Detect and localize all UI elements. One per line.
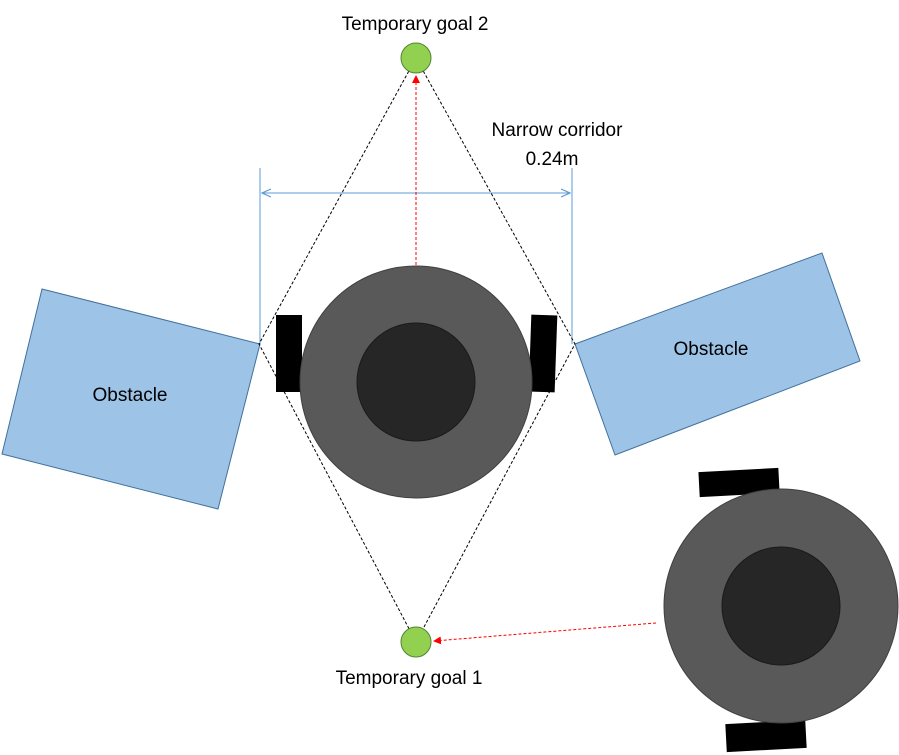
robot-secondary-wheel-top bbox=[698, 467, 780, 498]
goal2-label: Temporary goal 2 bbox=[342, 14, 489, 35]
corridor-label: Narrow corridor bbox=[492, 120, 624, 141]
temporary-goal-1 bbox=[400, 626, 432, 658]
robot-core bbox=[356, 322, 476, 442]
path-arrow-to-goal1 bbox=[433, 622, 657, 645]
obstacle-left-label: Obstacle bbox=[93, 385, 168, 406]
robot-secondary-core bbox=[721, 546, 841, 666]
obstacle-left bbox=[1, 288, 261, 510]
obstacle-right-label: Obstacle bbox=[674, 339, 749, 360]
safe-region-boundary bbox=[258, 56, 576, 644]
robot-wheel-right bbox=[528, 314, 558, 393]
goal1-label: Temporary goal 1 bbox=[336, 668, 483, 689]
obstacle-right bbox=[574, 252, 861, 456]
robot-secondary bbox=[663, 467, 899, 753]
robot-secondary-wheel-bottom bbox=[725, 719, 807, 753]
temporary-goal-2 bbox=[400, 42, 432, 74]
robot-wheel-left bbox=[276, 315, 302, 392]
corridor-width-value: 0.24m bbox=[526, 149, 579, 170]
